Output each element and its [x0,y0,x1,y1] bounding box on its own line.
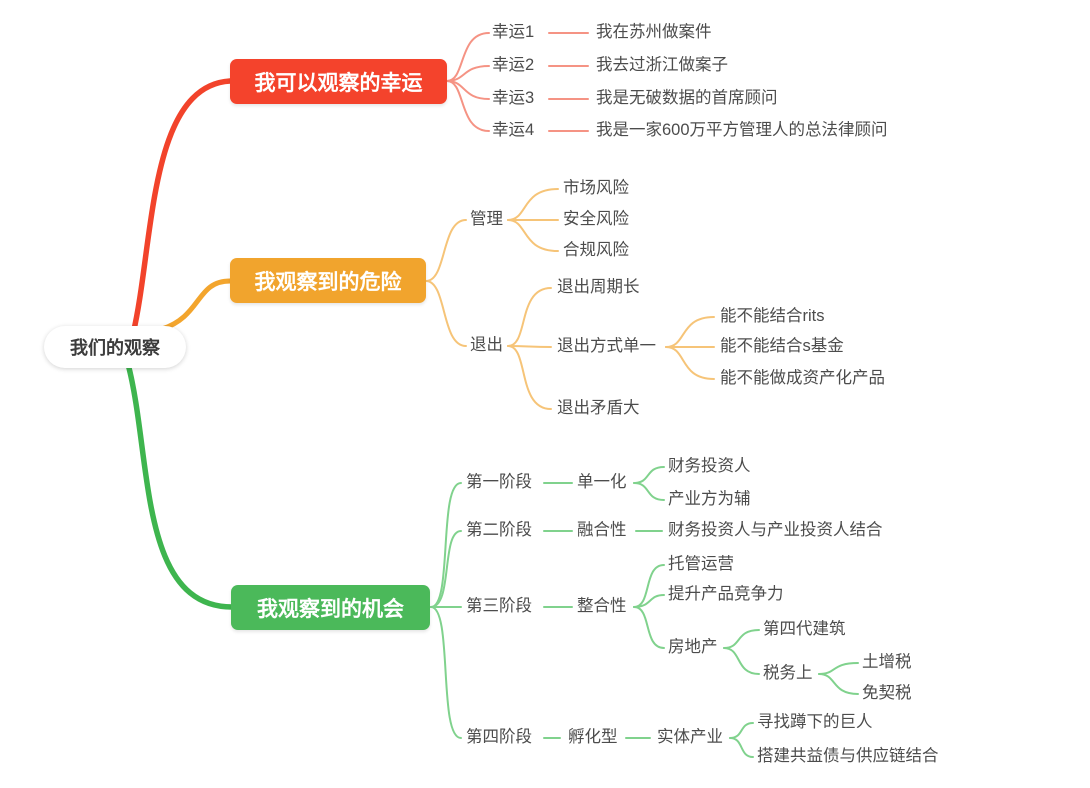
leaf-trust-operation[interactable]: 托管运营 [668,555,734,574]
leaf-chief-consultant[interactable]: 我是无破数据的首席顾问 [596,89,778,108]
edge-root-opportunity [125,361,235,610]
node-fusion[interactable]: 融合性 [577,521,627,540]
leaf-4th-gen-building[interactable]: 第四代建筑 [763,620,846,639]
node-lucky-1[interactable]: 幸运1 [492,23,535,42]
node-stage-3[interactable]: 第三阶段 [466,597,532,616]
leaf-industry-secondary[interactable]: 产业方为辅 [668,490,751,509]
leaf-zhejiang-case[interactable]: 我去过浙江做案子 [596,56,728,75]
leaf-exit-cycle-long[interactable]: 退出周期长 [557,278,640,297]
root-node[interactable]: 我们的观察 [44,326,186,368]
leaf-exit-conflict[interactable]: 退出矛盾大 [557,399,640,418]
node-stage-2[interactable]: 第二阶段 [466,521,532,540]
leaf-combine-rits[interactable]: 能不能结合rits [720,307,825,326]
leaf-financial-industry-combined[interactable]: 财务投资人与产业投资人结合 [668,521,883,540]
leaf-supply-chain-bond[interactable]: 搭建共益债与供应链结合 [757,747,939,766]
branch-lucky[interactable]: 我可以观察的幸运 [230,59,447,104]
node-exit[interactable]: 退出 [470,336,503,355]
leaf-financial-investor[interactable]: 财务投资人 [668,457,751,476]
node-taxation[interactable]: 税务上 [763,664,813,683]
leaf-suzhou-case[interactable]: 我在苏州做案件 [596,23,712,42]
leaf-product-competitiveness[interactable]: 提升产品竞争力 [668,585,784,604]
node-unification[interactable]: 单一化 [577,473,627,492]
leaf-compliance-risk[interactable]: 合规风险 [563,241,629,260]
leaf-squatting-giant[interactable]: 寻找蹲下的巨人 [757,713,873,732]
node-stage-4[interactable]: 第四阶段 [466,728,532,747]
node-exit-single-method[interactable]: 退出方式单一 [557,337,656,356]
node-lucky-3[interactable]: 幸运3 [492,89,535,108]
node-incubation[interactable]: 孵化型 [568,728,618,747]
leaf-market-risk[interactable]: 市场风险 [563,179,629,198]
leaf-safety-risk[interactable]: 安全风险 [563,210,629,229]
node-consolidation[interactable]: 整合性 [577,597,627,616]
branch-opportunity[interactable]: 我观察到的机会 [231,585,430,630]
node-lucky-2[interactable]: 幸运2 [492,56,535,75]
node-management[interactable]: 管理 [470,210,503,229]
leaf-combine-s-fund[interactable]: 能不能结合s基金 [720,337,844,356]
leaf-general-counsel[interactable]: 我是一家600万平方管理人的总法律顾问 [596,121,888,140]
node-physical-industry[interactable]: 实体产业 [657,728,723,747]
node-real-estate[interactable]: 房地产 [668,638,718,657]
leaf-land-vat[interactable]: 土增税 [862,653,912,672]
branch-danger[interactable]: 我观察到的危险 [230,258,426,303]
leaf-deed-tax-exempt[interactable]: 免契税 [862,684,912,703]
leaf-securitized-product[interactable]: 能不能做成资产化产品 [720,369,885,388]
node-lucky-4[interactable]: 幸运4 [492,121,535,140]
edge-root-lucky [130,78,233,337]
edge-root-danger [159,278,233,332]
node-stage-1[interactable]: 第一阶段 [466,473,532,492]
